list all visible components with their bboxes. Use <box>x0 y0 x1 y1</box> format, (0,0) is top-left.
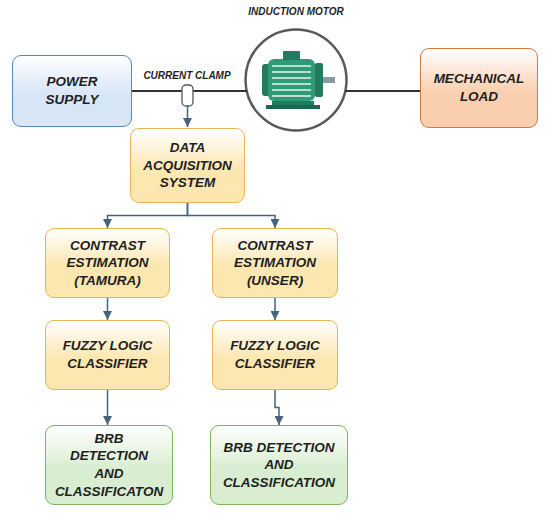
current-clamp-symbol <box>182 85 193 127</box>
process-box: CONTRAST ESTIMATION (TAMURA) <box>45 228 170 298</box>
node-label: BRB DETECTION AND CLASSIFICATION <box>221 439 337 492</box>
flow-arrow <box>188 203 276 228</box>
clamp-body <box>182 85 193 106</box>
circle-border <box>246 30 347 131</box>
node-label: DATA ACQUISITION SYSTEM <box>141 139 234 192</box>
clamp-lead <box>187 106 189 127</box>
process-box: BRB DETECTION AND CLASSIFICATON <box>45 425 173 505</box>
node-label: POWER SUPPLY <box>23 73 121 108</box>
node-label: BRB DETECTION AND CLASSIFICATON <box>55 430 163 500</box>
process-box: FUZZY LOGIC CLASSIFIER <box>212 320 338 390</box>
power-line <box>345 90 420 92</box>
part-label: CURRENT CLAMP <box>132 70 242 81</box>
node-label: CONTRAST ESTIMATION (UNSER) <box>223 237 327 290</box>
node-label: MECHANICAL LOAD <box>431 70 527 105</box>
node-label: FUZZY LOGIC CLASSIFIER <box>56 337 159 372</box>
node-label: FUZZY LOGIC CLASSIFIER <box>223 337 327 372</box>
motor-circle: INDUCTION MOTOR <box>244 28 348 132</box>
power-line <box>132 90 247 92</box>
node-label: CONTRAST ESTIMATION (TAMURA) <box>56 237 159 290</box>
process-box: DATA ACQUISITION SYSTEM <box>130 128 245 203</box>
node-heading: INDUCTION MOTOR <box>214 5 378 18</box>
process-box: CONTRAST ESTIMATION (UNSER) <box>212 228 338 298</box>
flow-arrow <box>274 298 276 320</box>
flow-arrow <box>107 390 109 425</box>
circle-outline <box>244 28 348 132</box>
flow-arrow <box>107 298 109 320</box>
process-box: FUZZY LOGIC CLASSIFIER <box>45 320 170 390</box>
process-box: MECHANICAL LOAD <box>420 48 538 128</box>
flow-arrow <box>108 203 188 228</box>
process-box: BRB DETECTION AND CLASSIFICATION <box>210 425 348 505</box>
flow-arrow <box>275 390 279 425</box>
process-box: POWER SUPPLY <box>12 55 132 127</box>
